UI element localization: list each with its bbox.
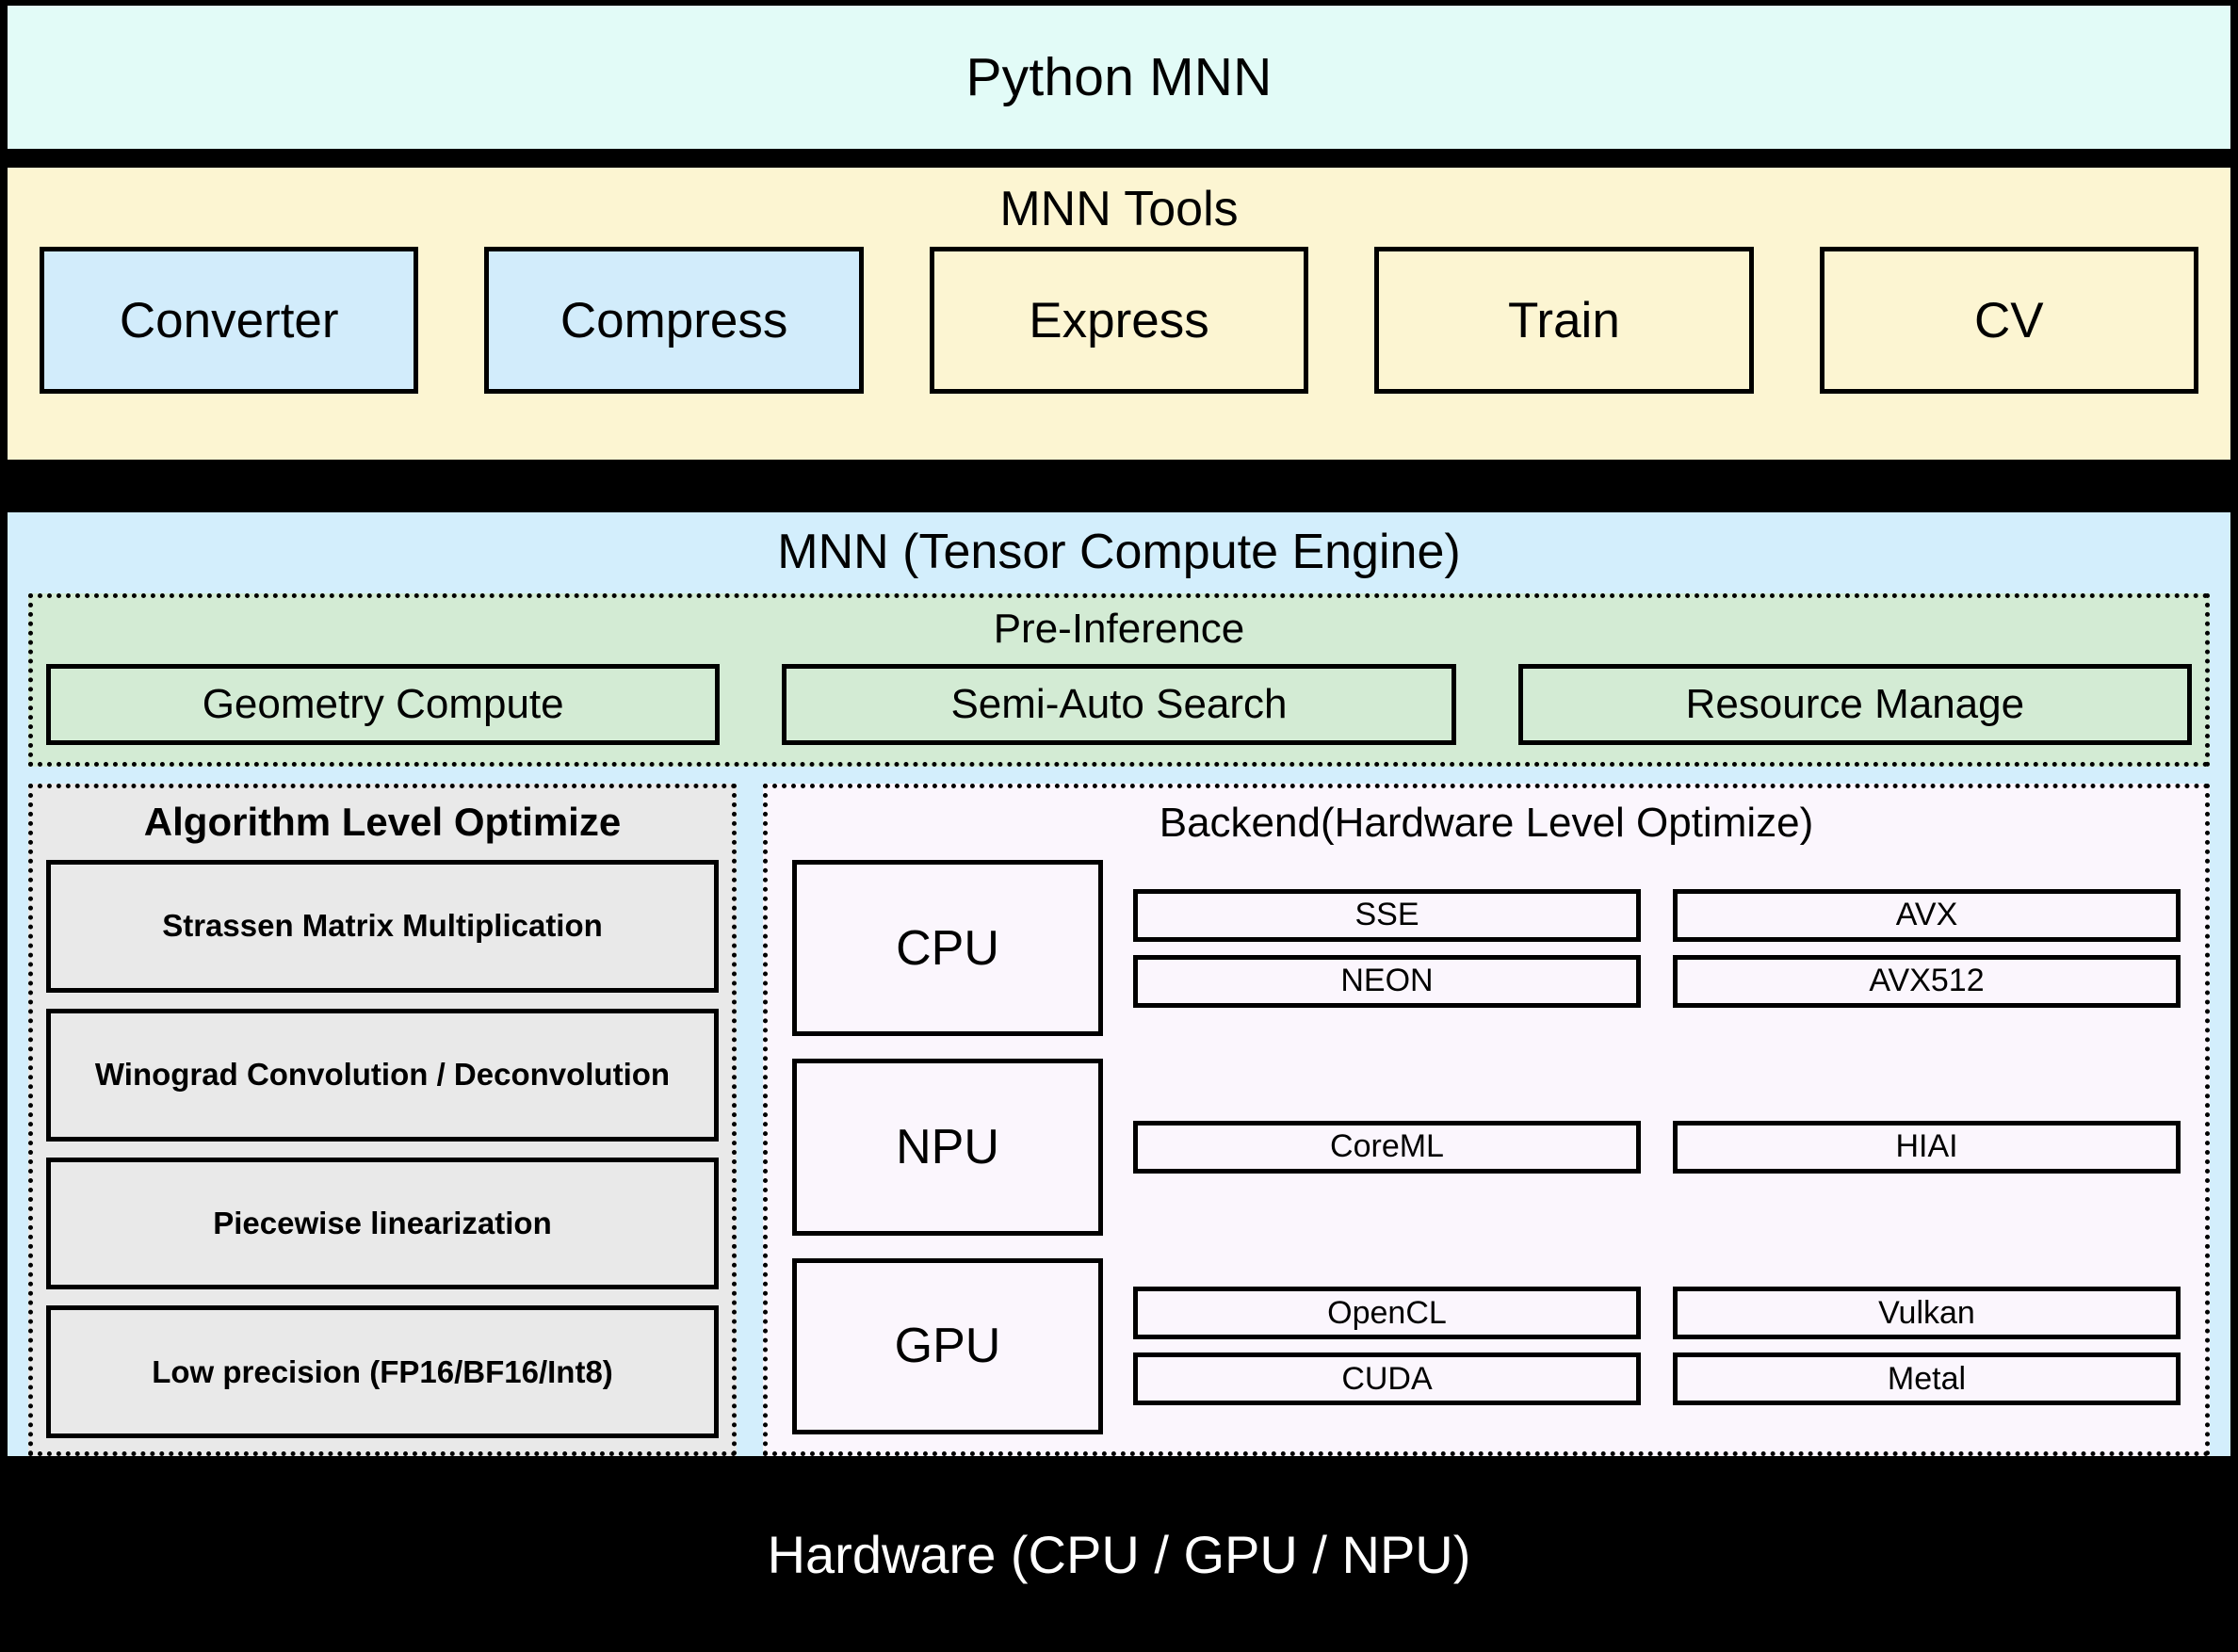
pre-inference-panel: Pre-Inference Geometry Compute Semi-Auto… xyxy=(28,593,2210,767)
pre-inference-item-label: Semi-Auto Search xyxy=(950,681,1288,727)
hardware-layer-title: Hardware (CPU / GPU / NPU) xyxy=(767,1524,1471,1584)
tool-box-cv[interactable]: CV xyxy=(1819,247,2199,394)
backend-item-hiai[interactable]: HIAI xyxy=(1673,1120,2181,1174)
backend-device-npu[interactable]: NPU xyxy=(792,1059,1103,1236)
algorithm-item-low-precision[interactable]: Low precision (FP16/BF16/Int8) xyxy=(46,1305,719,1438)
backend-device-label: GPU xyxy=(894,1319,1001,1374)
backend-device-label: CPU xyxy=(896,920,999,976)
backend-item-vulkan[interactable]: Vulkan xyxy=(1673,1287,2181,1340)
backend-item-cuda[interactable]: CUDA xyxy=(1133,1352,1641,1406)
backend-device-gpu[interactable]: GPU xyxy=(792,1257,1103,1434)
algorithm-item-strassen[interactable]: Strassen Matrix Multiplication xyxy=(46,860,719,993)
tool-label: CV xyxy=(1974,292,2044,348)
pre-inference-item-label: Resource Manage xyxy=(1685,681,2025,727)
mnn-engine-layer: MNN (Tensor Compute Engine) Pre-Inferenc… xyxy=(8,512,2230,1456)
algorithm-item-label: Winograd Convolution / Deconvolution xyxy=(94,1057,671,1093)
pre-inference-item-semi-auto-search[interactable]: Semi-Auto Search xyxy=(782,664,1456,745)
backend-item-coreml[interactable]: CoreML xyxy=(1133,1120,1641,1174)
hardware-layer: Hardware (CPU / GPU / NPU) xyxy=(0,1456,2238,1652)
python-mnn-layer: Python MNN xyxy=(8,6,2230,149)
tool-box-compress[interactable]: Compress xyxy=(484,247,864,394)
pre-inference-title: Pre-Inference xyxy=(993,606,1245,652)
algorithm-level-optimize-panel: Algorithm Level Optimize Strassen Matrix… xyxy=(28,784,737,1456)
backend-item-label: OpenCL xyxy=(1327,1294,1447,1331)
pre-inference-item-geometry-compute[interactable]: Geometry Compute xyxy=(46,664,721,745)
backend-device-cpu[interactable]: CPU xyxy=(792,860,1103,1037)
backend-item-label: SSE xyxy=(1354,897,1419,933)
backend-item-label: AVX512 xyxy=(1869,963,1985,999)
backend-group-list: CPU SSE NEON xyxy=(792,860,2181,1434)
engine-lower-section: Algorithm Level Optimize Strassen Matrix… xyxy=(28,784,2210,1456)
backend-group-gpu: GPU OpenCL CUDA xyxy=(792,1257,2181,1434)
algorithm-level-optimize-title: Algorithm Level Optimize xyxy=(143,800,622,844)
tool-box-train[interactable]: Train xyxy=(1374,247,1754,394)
backend-columns-cpu: SSE NEON AVX A xyxy=(1133,860,2181,1036)
python-mnn-title: Python MNN xyxy=(965,47,1273,107)
backend-item-label: CUDA xyxy=(1341,1360,1433,1397)
algorithm-item-piecewise-linearization[interactable]: Piecewise linearization xyxy=(46,1157,719,1290)
backend-item-label: Metal xyxy=(1887,1360,1967,1397)
backend-item-label: HIAI xyxy=(1895,1128,1958,1165)
backend-item-neon[interactable]: NEON xyxy=(1133,954,1641,1008)
backend-device-label: NPU xyxy=(896,1119,999,1174)
backend-item-avx[interactable]: AVX xyxy=(1673,888,2181,942)
algorithm-item-winograd[interactable]: Winograd Convolution / Deconvolution xyxy=(46,1008,719,1142)
backend-column-left-gpu: OpenCL CUDA xyxy=(1133,1258,1641,1434)
backend-group-npu: NPU CoreML HIAI xyxy=(792,1059,2181,1236)
tool-box-converter[interactable]: Converter xyxy=(40,247,419,394)
tool-label: Train xyxy=(1508,292,1620,348)
pre-inference-item-label: Geometry Compute xyxy=(202,681,564,727)
mnn-tools-layer: MNN Tools Converter Compress Express Tra… xyxy=(8,168,2230,460)
backend-columns-gpu: OpenCL CUDA Vulkan xyxy=(1133,1258,2181,1434)
backend-panel: Backend(Hardware Level Optimize) CPU SSE xyxy=(763,784,2210,1456)
algorithm-item-label: Strassen Matrix Multiplication xyxy=(162,908,603,944)
algorithm-item-label: Piecewise linearization xyxy=(213,1205,552,1240)
tool-box-express[interactable]: Express xyxy=(929,247,1309,394)
backend-item-label: CoreML xyxy=(1330,1128,1444,1165)
pre-inference-item-resource-manage[interactable]: Resource Manage xyxy=(1517,664,2192,745)
backend-item-metal[interactable]: Metal xyxy=(1673,1352,2181,1406)
tool-label: Express xyxy=(1029,292,1209,348)
tool-label: Compress xyxy=(560,292,788,348)
backend-column-left-npu: CoreML xyxy=(1133,1059,1641,1235)
backend-column-right-npu: HIAI xyxy=(1673,1059,2181,1235)
algorithm-item-list: Strassen Matrix Multiplication Winograd … xyxy=(46,860,719,1438)
algorithm-item-label: Low precision (FP16/BF16/Int8) xyxy=(152,1353,613,1389)
backend-item-avx512[interactable]: AVX512 xyxy=(1673,954,2181,1008)
backend-item-opencl[interactable]: OpenCL xyxy=(1133,1287,1641,1340)
backend-item-sse[interactable]: SSE xyxy=(1133,888,1641,942)
backend-group-cpu: CPU SSE NEON xyxy=(792,860,2181,1037)
backend-columns-npu: CoreML HIAI xyxy=(1133,1059,2181,1235)
mnn-engine-title: MNN (Tensor Compute Engine) xyxy=(777,525,1461,579)
backend-column-left-cpu: SSE NEON xyxy=(1133,860,1641,1036)
mnn-tools-row: Converter Compress Express Train CV xyxy=(8,247,2230,394)
backend-item-label: NEON xyxy=(1340,963,1434,999)
mnn-tools-title: MNN Tools xyxy=(999,182,1239,236)
backend-column-right-gpu: Vulkan Metal xyxy=(1673,1258,2181,1434)
tool-label: Converter xyxy=(119,292,339,348)
backend-column-right-cpu: AVX AVX512 xyxy=(1673,860,2181,1036)
pre-inference-row: Geometry Compute Semi-Auto Search Resour… xyxy=(46,664,2192,745)
backend-title: Backend(Hardware Level Optimize) xyxy=(1159,800,1814,846)
backend-item-label: Vulkan xyxy=(1878,1294,1975,1331)
backend-item-label: AVX xyxy=(1895,897,1958,933)
